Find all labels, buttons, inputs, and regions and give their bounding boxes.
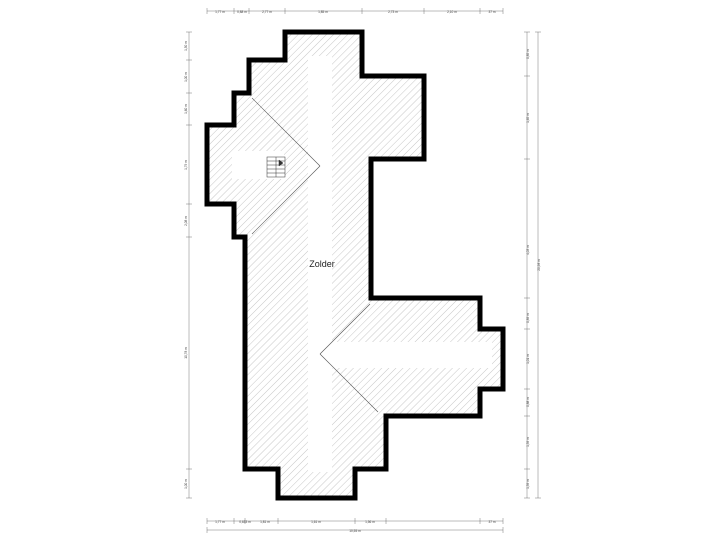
top-dimension-line [206, 8, 504, 14]
dim-top-5: 2,73 m [388, 10, 398, 14]
room-label: Zolder [309, 259, 335, 269]
dim-left-6: 10,78 m [184, 347, 188, 359]
ridge-band-vertical [308, 56, 332, 472]
stairs-icon [266, 156, 286, 178]
left-dimension-line [186, 31, 192, 499]
dim-top-3: 2,77 m [262, 10, 272, 14]
dim-bottom-3: 1,81 m [260, 520, 270, 524]
dim-right-4: 0,89 m [526, 313, 530, 323]
dim-right-1: 0,85 m [526, 49, 530, 59]
dim-top-4: 1,85 m [318, 10, 328, 14]
dim-top-1: 1,77 m [215, 10, 225, 14]
exterior-wall [204, 29, 506, 501]
dim-bottom-1: 1,77 m [215, 520, 225, 524]
dim-bottom-5: 1,56 m [365, 520, 375, 524]
dim-right-8: 1,39 m [526, 479, 530, 489]
dim-right-3: 4,03 m [526, 245, 530, 255]
dim-right-6: 0,88 m [526, 397, 530, 407]
dim-bottom-2: 0,633 m [239, 520, 251, 524]
dim-bottom-4: 1,61 m [311, 520, 321, 524]
ridge-band-horizontal [332, 342, 492, 368]
dim-right-total: 20,98 m [537, 259, 541, 271]
dim-left-7: 1,00 m [184, 479, 188, 489]
dim-right-7: 1,39 m [526, 437, 530, 447]
dim-left-4: 1,79 m [184, 160, 188, 170]
dim-bottom-6: 37 m [488, 520, 495, 524]
dim-top-2: 0,88 m [237, 10, 247, 14]
bottom-dimension-line [206, 518, 504, 533]
right-dimension-line [524, 31, 541, 499]
dim-left-1: 1,50 m [184, 41, 188, 51]
dim-top-6: 2,10 m [447, 10, 457, 14]
dim-left-3: 1,60 m [184, 104, 188, 114]
attic-floor-area [207, 32, 503, 498]
dim-top-7: 37 m [488, 10, 495, 14]
dim-left-2: 1,00 m [184, 72, 188, 82]
dim-right-5: 1,01 m [526, 354, 530, 364]
dim-bottom-total: 10,55 m [349, 529, 361, 533]
dim-left-5: 2,08 m [184, 216, 188, 226]
dim-right-2: 1,65 m [526, 113, 530, 123]
roof-hip-lines [251, 97, 379, 413]
